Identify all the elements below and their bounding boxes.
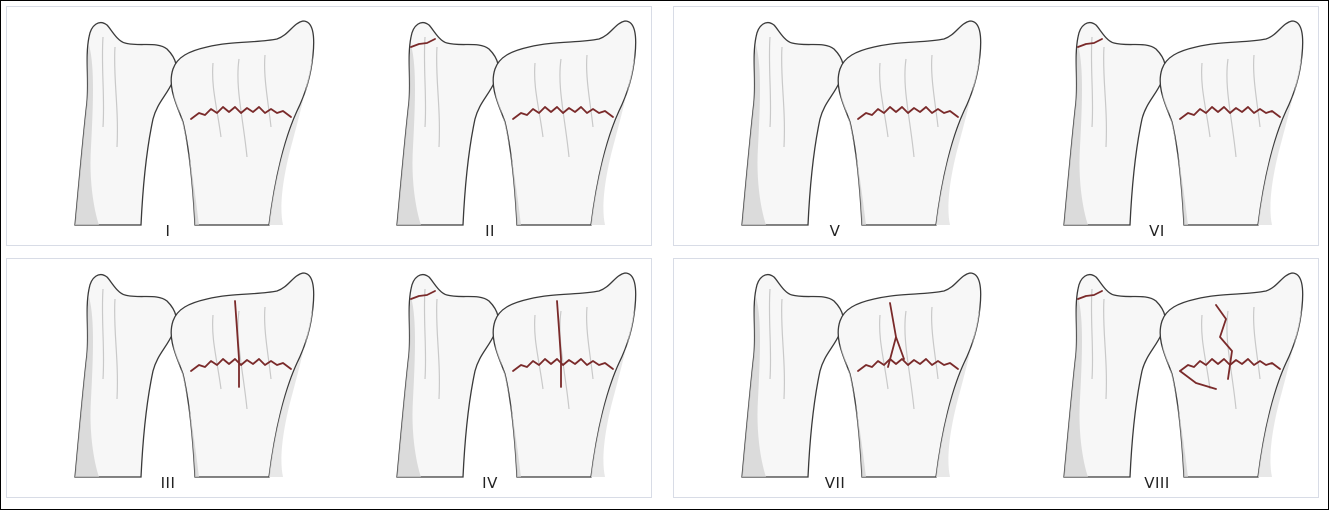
- fracture-type-illustration: VIII: [996, 259, 1318, 497]
- bone-drawing: [674, 7, 996, 245]
- fracture-type-label: IV: [329, 474, 651, 492]
- bone-drawing: [674, 259, 996, 497]
- fracture-type-label: VII: [674, 474, 996, 492]
- fracture-type-illustration: IV: [329, 259, 651, 497]
- fracture-type-label: VIII: [996, 474, 1318, 492]
- fracture-type-illustration: VII: [674, 259, 996, 497]
- fracture-type-label: V: [674, 222, 996, 240]
- fracture-type-label: I: [7, 222, 329, 240]
- bone-drawing: [329, 259, 651, 497]
- fracture-type-label: II: [329, 222, 651, 240]
- fracture-type-illustration: VI: [996, 7, 1318, 245]
- bone-drawing: [329, 7, 651, 245]
- bone-drawing: [996, 7, 1318, 245]
- fracture-type-illustration: I: [7, 7, 329, 245]
- bone-drawing: [996, 259, 1318, 497]
- bone-drawing: [7, 7, 329, 245]
- bone-drawing: [7, 259, 329, 497]
- fracture-type-illustration: V: [674, 7, 996, 245]
- fracture-type-illustration: III: [7, 259, 329, 497]
- fracture-type-label: III: [7, 474, 329, 492]
- fracture-type-illustration: II: [329, 7, 651, 245]
- fracture-type-label: VI: [996, 222, 1318, 240]
